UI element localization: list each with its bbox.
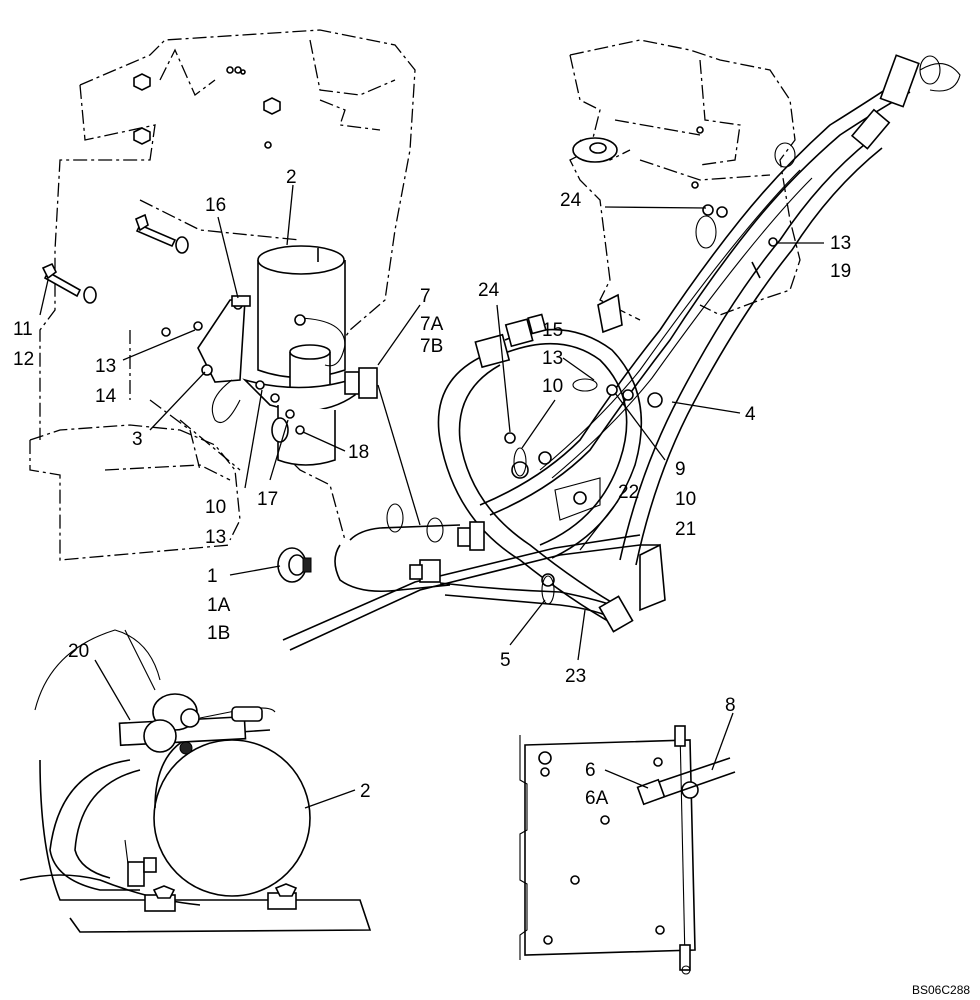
small-hardware [504,204,778,444]
pressure-switch [277,547,312,583]
detail-inset-panel [519,725,736,975]
callout-18: 18 [348,442,369,463]
callout-11: 11 [13,319,33,340]
callout-10-mid: 10 [542,376,563,397]
right-frame-parts [572,126,761,279]
hose-clamps [386,55,941,605]
callout-2-inset: 2 [360,781,371,802]
callout-22: 22 [618,482,639,503]
pump-motor [197,245,378,466]
callout-12: 12 [13,349,34,370]
callout-13-left: 13 [95,356,116,377]
drawing-code: BS06C288 [912,983,970,997]
callout-9: 9 [675,459,686,480]
frame-fasteners [133,66,281,149]
callout-3: 3 [132,429,143,450]
callout-7a: 7A [420,314,444,335]
upper-tubes [479,54,961,516]
callout-labels: 2 16 11 12 13 14 3 10 13 17 18 7 7A 7B 1… [13,167,970,997]
support-bracket [554,477,666,612]
callout-14: 14 [95,386,117,407]
callout-7: 7 [420,286,431,307]
callout-10-left: 10 [205,497,226,518]
bolt-hardware-left [41,213,203,337]
callout-16: 16 [205,195,226,216]
callout-23: 23 [565,666,586,687]
callout-10-right: 10 [675,489,696,510]
detail-inset-motor [19,629,372,933]
callout-6: 6 [585,760,596,781]
callout-5: 5 [500,650,511,671]
leader-lines [39,184,824,809]
callout-6a: 6A [585,788,609,809]
callout-24-left: 24 [478,280,500,301]
callout-15: 15 [542,320,563,341]
callout-2-top: 2 [286,167,297,188]
callout-1: 1 [207,566,218,587]
callout-4: 4 [745,404,756,425]
hydraulic-hoses [282,139,883,651]
callout-13-left-low: 13 [205,527,226,548]
callout-1b: 1B [207,623,230,644]
callout-24-right: 24 [560,190,582,211]
right-frame-outline [569,39,801,321]
callout-13-mid: 13 [542,348,563,369]
callout-20: 20 [68,641,89,662]
callout-8: 8 [725,695,736,716]
callout-7b: 7B [420,336,443,357]
callout-1a: 1A [207,595,231,616]
callout-19: 19 [830,261,851,282]
callout-13-right: 13 [830,233,851,254]
callout-21: 21 [675,519,696,540]
callout-17: 17 [257,489,278,510]
